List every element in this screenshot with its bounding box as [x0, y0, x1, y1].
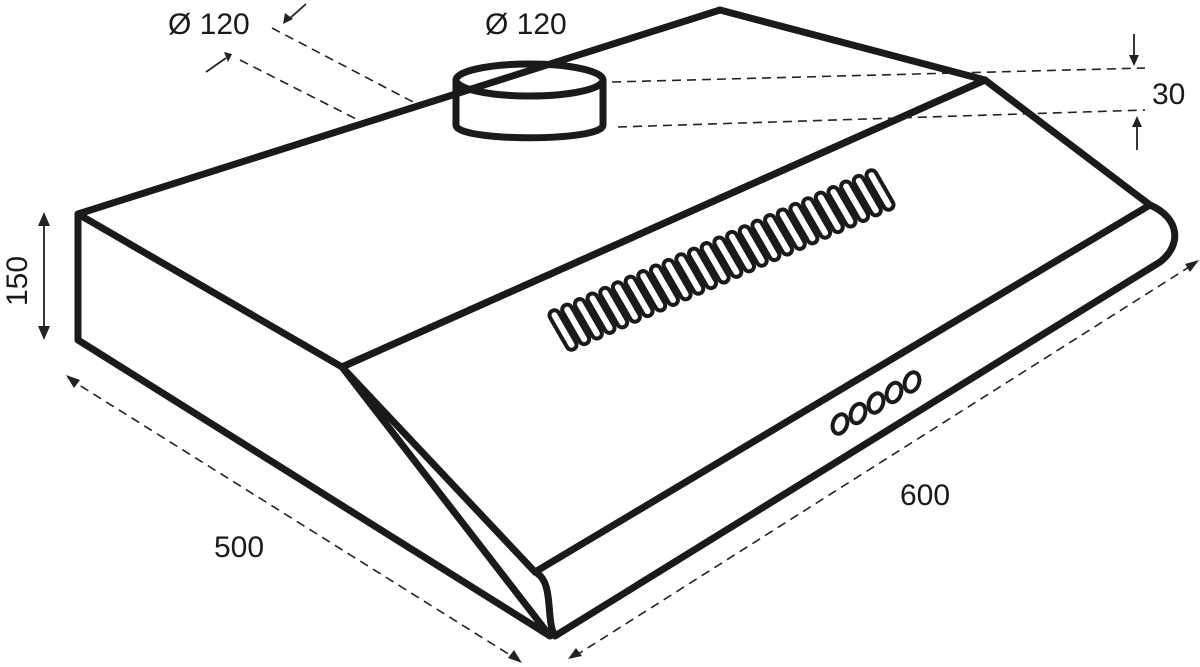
hood-front-panel [338, 76, 1179, 640]
vent-slot [648, 263, 680, 307]
vent-slot [801, 196, 833, 240]
label-duct-diameter-top: Ø 120 [485, 8, 567, 41]
control-buttons [830, 370, 922, 436]
vent-slot [851, 173, 883, 218]
vent-slot [686, 246, 718, 291]
control-button[interactable] [866, 391, 886, 415]
vent-slots [547, 168, 896, 352]
vent-slot [763, 213, 795, 257]
label-duct-diameter-left: Ø 120 [168, 8, 250, 41]
label-collar-height: 30 [1152, 78, 1185, 111]
vent-slot [547, 308, 579, 352]
control-button[interactable] [830, 412, 850, 436]
vent-slot [839, 179, 871, 223]
vent-slot [585, 291, 617, 335]
vent-slot [598, 285, 630, 330]
vent-slot [699, 241, 731, 285]
control-button[interactable] [848, 401, 868, 426]
label-body-height: 150 [1, 256, 34, 306]
hood-body [74, 6, 1179, 640]
vent-slot [826, 185, 858, 229]
vent-slot [560, 302, 592, 347]
vent-slot [661, 257, 693, 302]
hood-left-side [74, 210, 554, 640]
vent-slot [750, 218, 782, 263]
vent-slot [712, 235, 744, 279]
vent-slot [572, 297, 604, 341]
dimension-arrows [38, 3, 1199, 663]
label-depth: 500 [214, 531, 264, 564]
hood-front-lip [531, 201, 1154, 576]
vent-slot [610, 280, 642, 324]
vent-slot [725, 229, 757, 274]
vent-slot [623, 274, 655, 319]
vent-slot [636, 269, 668, 313]
exhaust-collar [452, 60, 607, 142]
vent-slot [788, 201, 820, 246]
vent-slot [813, 190, 845, 235]
label-width: 600 [900, 479, 950, 512]
control-button[interactable] [902, 370, 922, 394]
vent-slot [775, 207, 807, 251]
vent-slot [737, 224, 769, 268]
control-button[interactable] [884, 380, 904, 405]
extension-lines [67, 27, 1198, 661]
vent-slot [674, 252, 706, 296]
vent-slot [864, 168, 896, 212]
